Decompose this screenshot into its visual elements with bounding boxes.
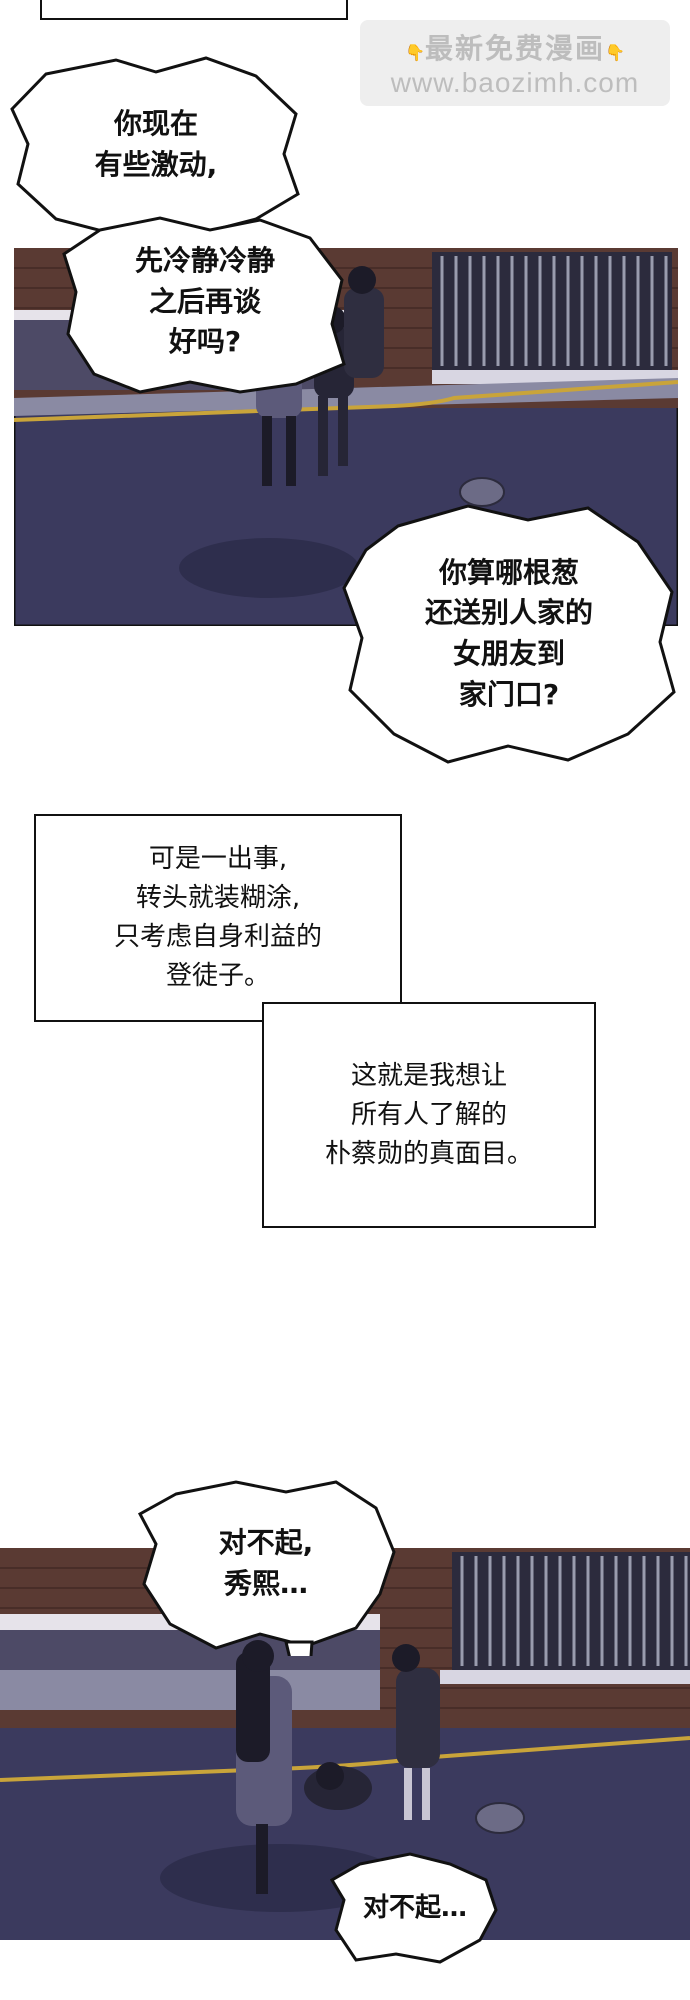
bubble-2-outline [62,216,346,394]
speech-bubble-who-are-you: 你算哪根葱 还送别人家的 女朋友到 家门口? [378,538,640,730]
watermark-title-row: 👇最新免费漫画👇 [405,27,625,67]
bubble-4-outline [137,1480,396,1656]
bubble-line: 之后再谈 [148,284,261,318]
caption-line: 朴蔡勋的真面目。 [324,1138,533,1169]
speech-bubble-sorry-suxi: 对不起, 秀熙… [160,1508,372,1620]
pointing-down-icon: 👇 [405,45,425,62]
watermark: 👇最新免费漫画👇 www.baozimh.com [360,20,670,106]
speech-bubble-sorry: 对不起… [342,1870,488,1948]
bubble-1-outline [10,56,300,234]
bubble-line: 好吗? [168,325,242,359]
speech-bubble-calm-down-2: 先冷静冷静 之后再谈 好吗? [80,232,330,372]
bubble-line: 家门口? [458,677,560,711]
caption-line: 转头就装糊涂, [135,883,301,913]
bubble-5-outline [330,1852,498,1964]
caption-line: 这就是我想让 [350,1060,507,1091]
bubble-line: 女朋友到 [452,637,565,670]
bubble-line: 秀熙… [223,1567,308,1600]
bubble-line: 先冷静冷静 [134,244,275,278]
bubble-line: 你现在 [113,107,198,141]
bubble-3-outline [342,504,676,764]
bubble-line: 对不起… [362,1893,467,1924]
pointing-down-icon: 👇 [605,45,625,62]
bubble-line: 对不起, [218,1526,314,1560]
caption-line: 可是一出事, [148,844,288,874]
watermark-url: www.baozimh.com [390,67,640,98]
caption-line: 所有人了解的 [350,1099,507,1130]
bubble-line: 还送别人家的 [424,596,593,630]
watermark-title: 最新免费漫画 [424,33,605,64]
caption-line: 登徒子。 [165,961,270,991]
previous-panel-remnant [40,0,348,20]
narration-box-1: 可是一出事, 转头就装糊涂, 只考虑自身利益的 登徒子。 [34,814,402,1022]
narration-box-2: 这就是我想让 所有人了解的 朴蔡勋的真面目。 [262,1002,596,1228]
caption-line: 只考虑自身利益的 [113,922,322,952]
speech-bubble-calm-down-1: 你现在 有些激动, [36,90,276,200]
bubble-line: 有些激动, [94,148,218,181]
bubble-line: 你算哪根葱 [438,555,579,589]
